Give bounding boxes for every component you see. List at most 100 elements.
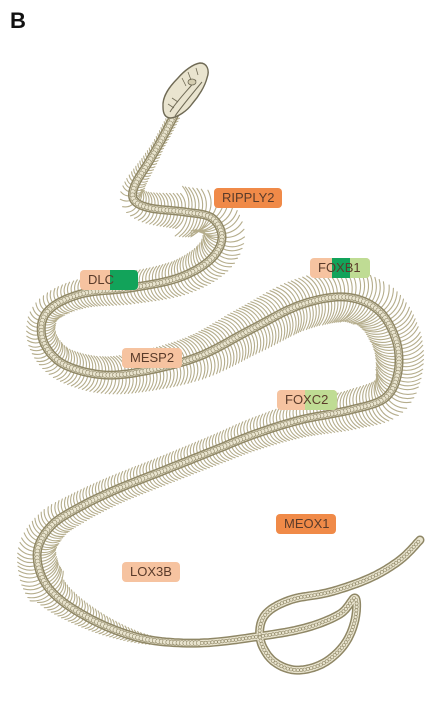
vertebra [280,602,283,605]
vertebra [283,600,286,603]
gene-label-dlc: DLC [80,270,138,290]
vertebra [238,638,241,641]
vertebra [287,599,290,602]
vertebra [261,646,264,649]
vertebra [362,579,365,582]
vertebra [310,667,313,670]
vertebra [248,636,251,639]
vertebra [224,639,227,642]
vertebra [316,664,319,667]
gene-label-lox3b: LOX3B [122,562,180,582]
vertebra [327,618,330,621]
gene-label-foxb1: FOXB1 [310,258,370,278]
vertebra [306,667,309,670]
vertebra [365,578,368,581]
vertebra [280,665,283,668]
vertebra [321,621,324,624]
vertebra [350,629,353,632]
eye-socket [188,79,196,85]
vertebra [323,592,326,595]
gene-label-meox1: MEOX1 [276,514,336,534]
vertebra [274,605,277,608]
vertebra [305,626,308,629]
vertebra [348,635,351,638]
vertebra [218,640,221,643]
vertebra [310,594,313,597]
gene-label-text: LOX3B [130,564,172,579]
vertebra [324,619,327,622]
vertebra [349,584,352,587]
vertebra [278,632,281,635]
vertebra [353,619,356,622]
vertebra [290,598,293,601]
vertebra [368,577,371,580]
vertebra [296,669,299,672]
vertebra [359,581,362,584]
vertebra [346,585,349,588]
vertebra [259,639,262,642]
vertebra [333,615,336,618]
vertebra [303,595,306,598]
vertebra [292,629,295,632]
vertebra [319,663,322,666]
vertebra [288,630,291,633]
vertebra [349,632,352,635]
vertebra [271,607,274,610]
vertebra [311,624,314,627]
vertebra [263,649,266,652]
vertebra [241,637,244,640]
vertebra [221,640,224,643]
vertebra [340,587,343,590]
vertebra [330,617,333,620]
vertebra [318,622,321,625]
vertebra [277,603,280,606]
gene-label-text: MESP2 [130,350,174,365]
vertebra [354,615,357,618]
vertebra [352,622,355,625]
vertebra [268,633,271,636]
vertebra [277,663,280,666]
vertebra [282,631,285,634]
vertebra [260,642,263,645]
vertebra [355,602,358,605]
vertebra [371,575,374,578]
vertebra [234,638,237,641]
vertebra [255,635,258,638]
gene-label-text: FOXC2 [285,392,328,407]
panel-label: B [10,8,26,34]
vertebra [313,594,316,597]
vertebra [322,661,325,664]
vertebra [302,627,305,630]
vertebra [355,612,358,615]
vertebra [251,636,254,639]
vertebra [289,668,292,671]
vertebra [261,634,264,637]
vertebra [352,583,355,586]
vertebra [214,640,217,643]
vertebra [286,667,289,670]
skull-outline [163,63,208,118]
expression-segment [110,270,138,290]
gene-label-text: MEOX1 [284,516,330,531]
vertebra [356,582,359,585]
vertebra [355,599,358,602]
vertebra [316,593,319,596]
skull [163,63,208,118]
vertebra [265,634,268,637]
vertebra [377,572,380,575]
vertebra [271,633,274,636]
vertebra [355,609,358,612]
gene-label-text: DLC [88,272,114,287]
vertebra [283,666,286,669]
vertebra [265,651,268,654]
gene-label-mesp2: MESP2 [122,348,182,368]
vertebra [330,590,333,593]
vertebra [386,567,389,570]
vertebra [295,629,298,632]
vertebra [259,622,262,625]
gene-label-text: RIPPLY2 [222,190,275,205]
vertebra [245,637,248,640]
vertebra [374,574,377,577]
vertebra [351,625,354,628]
